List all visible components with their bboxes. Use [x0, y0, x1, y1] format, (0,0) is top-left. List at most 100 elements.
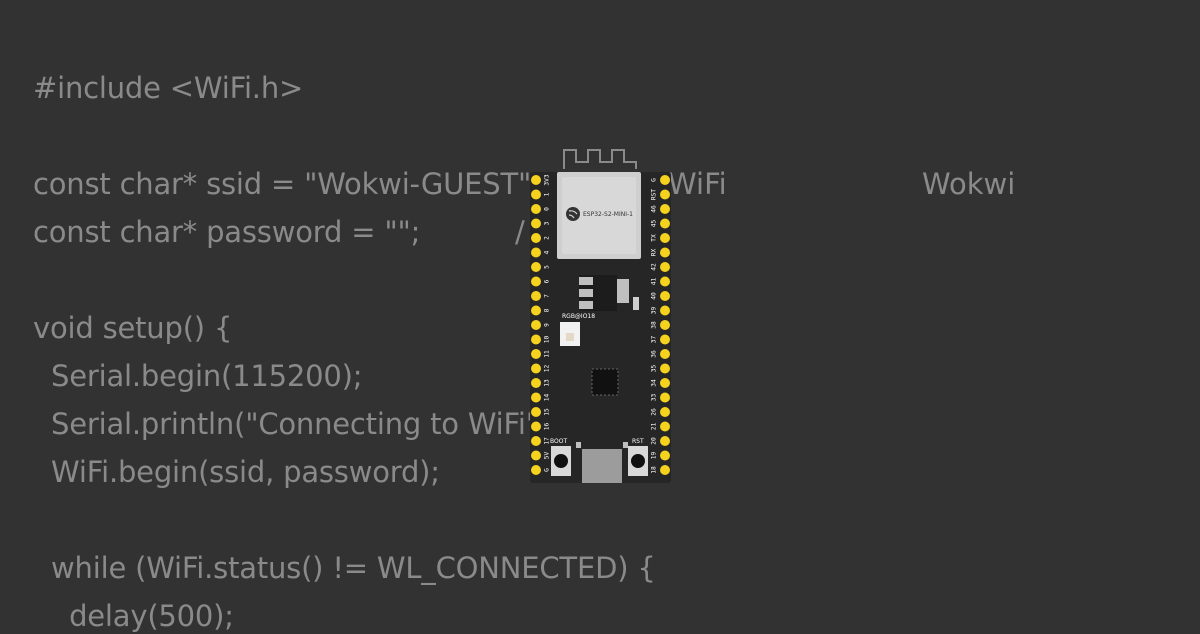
usb-port[interactable]: [582, 449, 622, 483]
left-pin-label: 11: [544, 350, 551, 358]
left-pin-label: 1: [544, 192, 551, 196]
left-pin-label: 13: [544, 379, 551, 387]
left-pin-label: 4: [544, 250, 551, 254]
comment-wifi-fragment: WiFi: [668, 167, 727, 201]
right-pin-label: 42: [651, 263, 658, 271]
espressif-logo-icon: [566, 207, 580, 221]
rst-label: RST: [632, 438, 644, 445]
left-pin[interactable]: [531, 233, 541, 243]
capacitor: [633, 297, 639, 310]
left-pin[interactable]: [531, 218, 541, 229]
right-pin-label: 35: [651, 365, 658, 373]
right-pin-label: 33: [651, 394, 658, 402]
regulator-pin: [579, 301, 593, 309]
right-pin[interactable]: [660, 349, 670, 359]
left-pin[interactable]: [531, 334, 541, 345]
left-pin[interactable]: [531, 189, 541, 200]
left-pin[interactable]: [531, 407, 541, 417]
right-pin[interactable]: [660, 291, 670, 301]
right-pin[interactable]: [660, 407, 670, 417]
esp32-s2-board[interactable]: ESP32-S2-MINI-1 RGB@IO18 BOOT RST 3V3103…: [530, 147, 671, 483]
right-pin-label: 41: [651, 278, 658, 286]
right-pin-label: 36: [651, 350, 658, 358]
right-pin-label: 18: [651, 466, 658, 474]
left-pin[interactable]: [531, 204, 541, 214]
module-shield: [562, 177, 636, 254]
right-pin[interactable]: [660, 465, 670, 475]
left-pin-label: 10: [544, 336, 551, 344]
code-line-11: while (WiFi.status() != WL_CONNECTED) {: [33, 551, 656, 585]
right-pin[interactable]: [660, 436, 670, 446]
right-pin[interactable]: [660, 305, 670, 316]
right-pin[interactable]: [660, 276, 670, 287]
right-pin-label: 21: [651, 423, 658, 431]
chip-pins: [591, 368, 619, 396]
usb-tab: [623, 442, 628, 448]
right-pin[interactable]: [660, 204, 670, 214]
right-pin-label: G: [651, 178, 658, 182]
left-pin[interactable]: [531, 175, 541, 185]
usb-controller-chip: [592, 369, 618, 395]
right-pin[interactable]: [660, 450, 670, 461]
right-pin[interactable]: [660, 247, 670, 258]
comment-slash-fragment: /: [515, 215, 525, 249]
left-pin[interactable]: [531, 320, 541, 330]
left-pin[interactable]: [531, 247, 541, 258]
right-pin-label: 26: [651, 408, 658, 416]
left-pin[interactable]: [531, 363, 541, 374]
left-pin-label: 6: [544, 279, 551, 283]
left-pin[interactable]: [531, 305, 541, 316]
left-pin[interactable]: [531, 465, 541, 475]
left-pin-label: 16: [544, 423, 551, 431]
code-editor: #include <WiFi.h> const char* ssid = "Wo…: [33, 0, 1200, 633]
regulator-pin: [579, 277, 593, 285]
right-pin[interactable]: [660, 392, 670, 403]
right-pin[interactable]: [660, 378, 670, 388]
code-line-3: const char* ssid = "Wokwi-GUEST";: [33, 167, 541, 201]
right-pin-label: 19: [651, 452, 658, 460]
right-pin[interactable]: [660, 334, 670, 345]
left-pin[interactable]: [531, 392, 541, 403]
left-pin[interactable]: [531, 378, 541, 388]
left-pin[interactable]: [531, 450, 541, 461]
left-pin-label: 12: [544, 365, 551, 373]
left-pin[interactable]: [531, 276, 541, 287]
right-pin-label: 45: [651, 220, 658, 228]
right-pin[interactable]: [660, 262, 670, 272]
left-pin[interactable]: [531, 436, 541, 446]
right-pin-label: RX: [651, 249, 658, 257]
right-pin[interactable]: [660, 363, 670, 374]
right-pin[interactable]: [660, 233, 670, 243]
code-line-7: Serial.begin(115200);: [33, 359, 363, 393]
left-pin-label: 17: [544, 437, 551, 445]
reset-button-cap: [631, 454, 645, 468]
right-pin[interactable]: [660, 218, 670, 229]
left-pin[interactable]: [531, 421, 541, 432]
left-pin[interactable]: [531, 262, 541, 272]
rgb-led-label: RGB@IO18: [562, 313, 595, 320]
right-pin-label: TX: [651, 234, 658, 242]
right-pin[interactable]: [660, 421, 670, 432]
regulator-pin: [579, 289, 593, 297]
left-pin-label: 3: [544, 221, 551, 225]
boot-button-cap: [554, 454, 568, 468]
right-pin-label: 38: [651, 321, 658, 329]
right-pin-header[interactable]: GRST4645TXRX4241403938373635343326212019…: [651, 175, 671, 475]
left-pin-label: 5V: [544, 452, 551, 460]
right-pin-label: 39: [651, 307, 658, 315]
code-line-4: const char* password = "";: [33, 215, 421, 249]
left-pin[interactable]: [531, 349, 541, 359]
comment-wokwi-fragment: Wokwi: [922, 167, 1016, 201]
right-pin[interactable]: [660, 189, 670, 200]
left-pin[interactable]: [531, 291, 541, 301]
regulator-tab: [617, 279, 629, 303]
left-pin-label: 14: [544, 394, 551, 402]
right-pin[interactable]: [660, 175, 670, 185]
left-pin-label: 0: [544, 207, 551, 211]
code-line-9: WiFi.begin(ssid, password);: [33, 455, 440, 489]
left-pin-label: 15: [544, 408, 551, 416]
code-line-6: void setup() {: [33, 311, 233, 345]
right-pin[interactable]: [660, 320, 670, 330]
led-die: [566, 333, 574, 341]
